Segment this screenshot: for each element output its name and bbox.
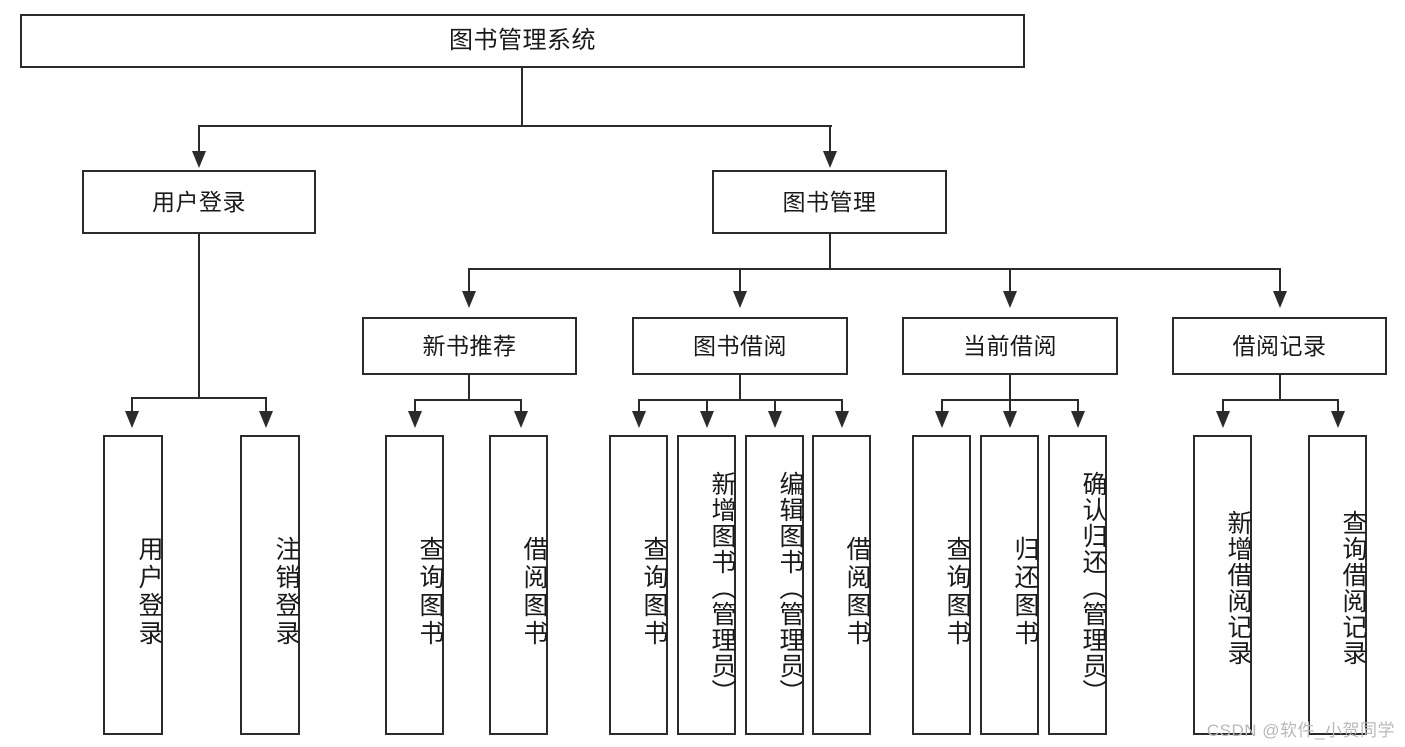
node-book-borrow[interactable]: 图书借阅: [632, 317, 848, 375]
watermark: CSDN @软件_小贺同学: [1206, 721, 1395, 740]
connector-cb-to-leaf-1: [941, 399, 943, 413]
connector-book-management-stem: [829, 234, 831, 270]
node-label: 借阅图书: [843, 536, 871, 648]
connector-user-login-stem: [198, 234, 200, 399]
connector-borrow-record-bus: [1222, 399, 1337, 401]
node-user-login[interactable]: 用户登录: [82, 170, 316, 234]
node-label: 用户登录: [152, 188, 246, 215]
arrowhead-icon: [632, 411, 646, 428]
connector-br-to-leaf-1: [1222, 399, 1224, 413]
node-label: 查询图书: [640, 536, 668, 648]
leaf-borrow-book-1[interactable]: 借阅图书: [489, 435, 548, 735]
arrowhead-icon: [259, 411, 273, 428]
arrowhead-icon: [192, 151, 206, 168]
node-borrow-record[interactable]: 借阅记录: [1172, 317, 1387, 375]
arrowhead-icon: [935, 411, 949, 428]
leaf-logout-login[interactable]: 注销登录: [240, 435, 300, 735]
node-current-borrow[interactable]: 当前借阅: [902, 317, 1118, 375]
leaf-query-book-3[interactable]: 查询图书: [912, 435, 971, 735]
connector-book-borrow-stem: [739, 375, 741, 401]
connector-book-management-bus: [468, 268, 1280, 270]
arrowhead-icon: [1216, 411, 1230, 428]
arrowhead-icon: [514, 411, 528, 428]
connector-bb-to-leaf-2: [706, 399, 708, 413]
connector-new-book-stem: [468, 375, 470, 401]
arrowhead-icon: [835, 411, 849, 428]
arrowhead-icon: [823, 151, 837, 168]
connector-bb-to-leaf-3: [774, 399, 776, 413]
node-label: 借阅图书: [520, 536, 548, 648]
node-root-system[interactable]: 图书管理系统: [20, 14, 1025, 68]
connector-cb-to-leaf-3: [1077, 399, 1079, 413]
node-label: 用户登录: [135, 536, 163, 648]
leaf-add-record[interactable]: 新增借阅记录: [1193, 435, 1252, 735]
leaf-user-login[interactable]: 用户登录: [103, 435, 163, 735]
leaf-query-book-2[interactable]: 查询图书: [609, 435, 668, 735]
connector-br-to-leaf-2: [1337, 399, 1339, 413]
node-label: 归还图书: [1011, 536, 1039, 648]
connector-bm-to-book-borrow: [739, 268, 741, 293]
node-label: 确认归还（管理员）: [1079, 471, 1107, 705]
connector-new-book-to-leaf-1: [414, 399, 416, 413]
arrowhead-icon: [125, 411, 139, 428]
leaf-query-book-1[interactable]: 查询图书: [385, 435, 444, 735]
leaf-edit-book[interactable]: 编辑图书（管理员）: [745, 435, 804, 735]
node-label: 查询图书: [943, 536, 971, 648]
leaf-confirm-return[interactable]: 确认归还（管理员）: [1048, 435, 1107, 735]
node-label: 新增借阅记录: [1224, 510, 1252, 666]
connector-bm-to-new-book: [468, 268, 470, 293]
node-label: 图书管理系统: [449, 27, 596, 55]
arrowhead-icon: [408, 411, 422, 428]
leaf-add-book[interactable]: 新增图书（管理员）: [677, 435, 736, 735]
connector-root-stem: [521, 68, 523, 126]
connector-root-to-user-login: [198, 125, 200, 153]
arrowhead-icon: [768, 411, 782, 428]
connector-bb-to-leaf-4: [841, 399, 843, 413]
connector-bb-to-leaf-1: [638, 399, 640, 413]
leaf-return-book[interactable]: 归还图书: [980, 435, 1039, 735]
node-book-management[interactable]: 图书管理: [712, 170, 947, 234]
node-label: 注销登录: [272, 536, 300, 648]
arrowhead-icon: [1273, 291, 1287, 308]
arrowhead-icon: [1331, 411, 1345, 428]
connector-root-to-book-management: [829, 125, 831, 153]
arrowhead-icon: [462, 291, 476, 308]
connector-bm-to-current-borrow: [1009, 268, 1011, 293]
node-label: 图书管理: [782, 188, 877, 215]
connector-new-book-bus: [414, 399, 522, 401]
node-label: 查询图书: [416, 536, 444, 648]
leaf-query-record[interactable]: 查询借阅记录: [1308, 435, 1367, 735]
arrowhead-icon: [1003, 411, 1017, 428]
arrowhead-icon: [1003, 291, 1017, 308]
node-label: 新书推荐: [422, 332, 517, 359]
connector-borrow-record-stem: [1279, 375, 1281, 401]
node-label: 借阅记录: [1232, 332, 1327, 359]
connector-root-bus: [198, 125, 832, 127]
connector-cb-to-leaf-2: [1009, 399, 1011, 413]
node-label: 当前借阅: [963, 332, 1057, 359]
connector-user-login-to-leaf-1: [131, 397, 133, 413]
arrowhead-icon: [733, 291, 747, 308]
node-label: 编辑图书（管理员）: [776, 471, 804, 705]
connector-new-book-to-leaf-2: [520, 399, 522, 413]
node-new-book-recommend[interactable]: 新书推荐: [362, 317, 577, 375]
connector-user-login-bus: [131, 397, 266, 399]
node-label: 查询借阅记录: [1339, 510, 1367, 666]
connector-current-borrow-stem: [1009, 375, 1011, 401]
node-label: 图书借阅: [693, 332, 787, 359]
arrowhead-icon: [700, 411, 714, 428]
arrowhead-icon: [1071, 411, 1085, 428]
connector-bm-to-borrow-record: [1279, 268, 1281, 293]
connector-book-borrow-bus: [638, 399, 843, 401]
connector-user-login-to-leaf-2: [265, 397, 267, 413]
node-label: 新增图书（管理员）: [708, 471, 736, 705]
leaf-borrow-book-2[interactable]: 借阅图书: [812, 435, 871, 735]
